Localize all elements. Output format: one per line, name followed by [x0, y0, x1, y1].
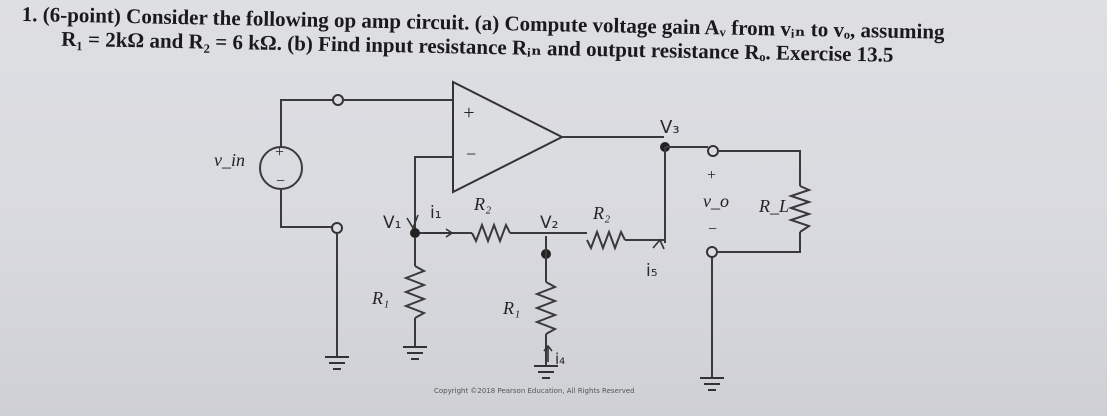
r2-first-label: R₂ — [473, 194, 491, 214]
r1-left-label: R₁ — [371, 288, 389, 308]
output-terminal-bottom — [706, 246, 718, 258]
rl-label: R_L — [758, 196, 789, 216]
source-bottom-wire — [280, 189, 333, 228]
r1-mid-label: R₁ — [502, 298, 520, 318]
resistor-rl — [787, 185, 813, 233]
hand-v3-label: V₃ — [660, 117, 680, 138]
hand-i1-label: i₁ — [430, 203, 442, 223]
hand-current-arrows — [406, 214, 665, 362]
ground-symbol-r1-left — [403, 346, 427, 360]
output-plus-label: + — [706, 167, 717, 184]
ground-symbol-left — [325, 356, 349, 370]
output-minus-label: − — [707, 221, 718, 238]
output-voltage-label: v_o — [703, 191, 729, 211]
op-amp: + − — [452, 80, 565, 194]
node-v1 — [410, 228, 420, 238]
inverting-input-wire — [414, 156, 453, 233]
resistor-r1-left — [403, 265, 427, 319]
hand-v1-label: V₁ — [383, 213, 401, 233]
input-terminal-top — [332, 94, 344, 106]
source-label: v_in — [214, 150, 245, 170]
source-top-wire — [280, 99, 333, 147]
hand-v2-label: V₂ — [540, 213, 558, 233]
rl-bottom-wire — [717, 232, 801, 253]
resistor-r2-second — [586, 229, 626, 251]
rl-top-wire — [718, 150, 801, 186]
ground-symbol-r1-mid — [534, 365, 558, 379]
hand-i5-label: i₅ — [646, 261, 658, 281]
output-terminal-top — [707, 145, 719, 157]
opamp-minus-label: − — [465, 144, 477, 164]
input-terminal-bottom — [331, 222, 343, 234]
resistor-r1-mid — [534, 281, 558, 335]
r2-second-label: R₂ — [592, 203, 610, 223]
source-minus-label: − — [275, 173, 286, 190]
source-plus-label: + — [274, 144, 285, 161]
ground-symbol-right — [700, 377, 724, 391]
input-voltage-source: + − — [259, 144, 303, 190]
opamp-plus-label: + — [462, 102, 476, 124]
hand-i4-label: i₄ — [555, 350, 565, 368]
resistor-r2-first — [471, 222, 511, 244]
copyright-notice: Copyright ©2018 Pearson Education, All R… — [434, 387, 635, 395]
